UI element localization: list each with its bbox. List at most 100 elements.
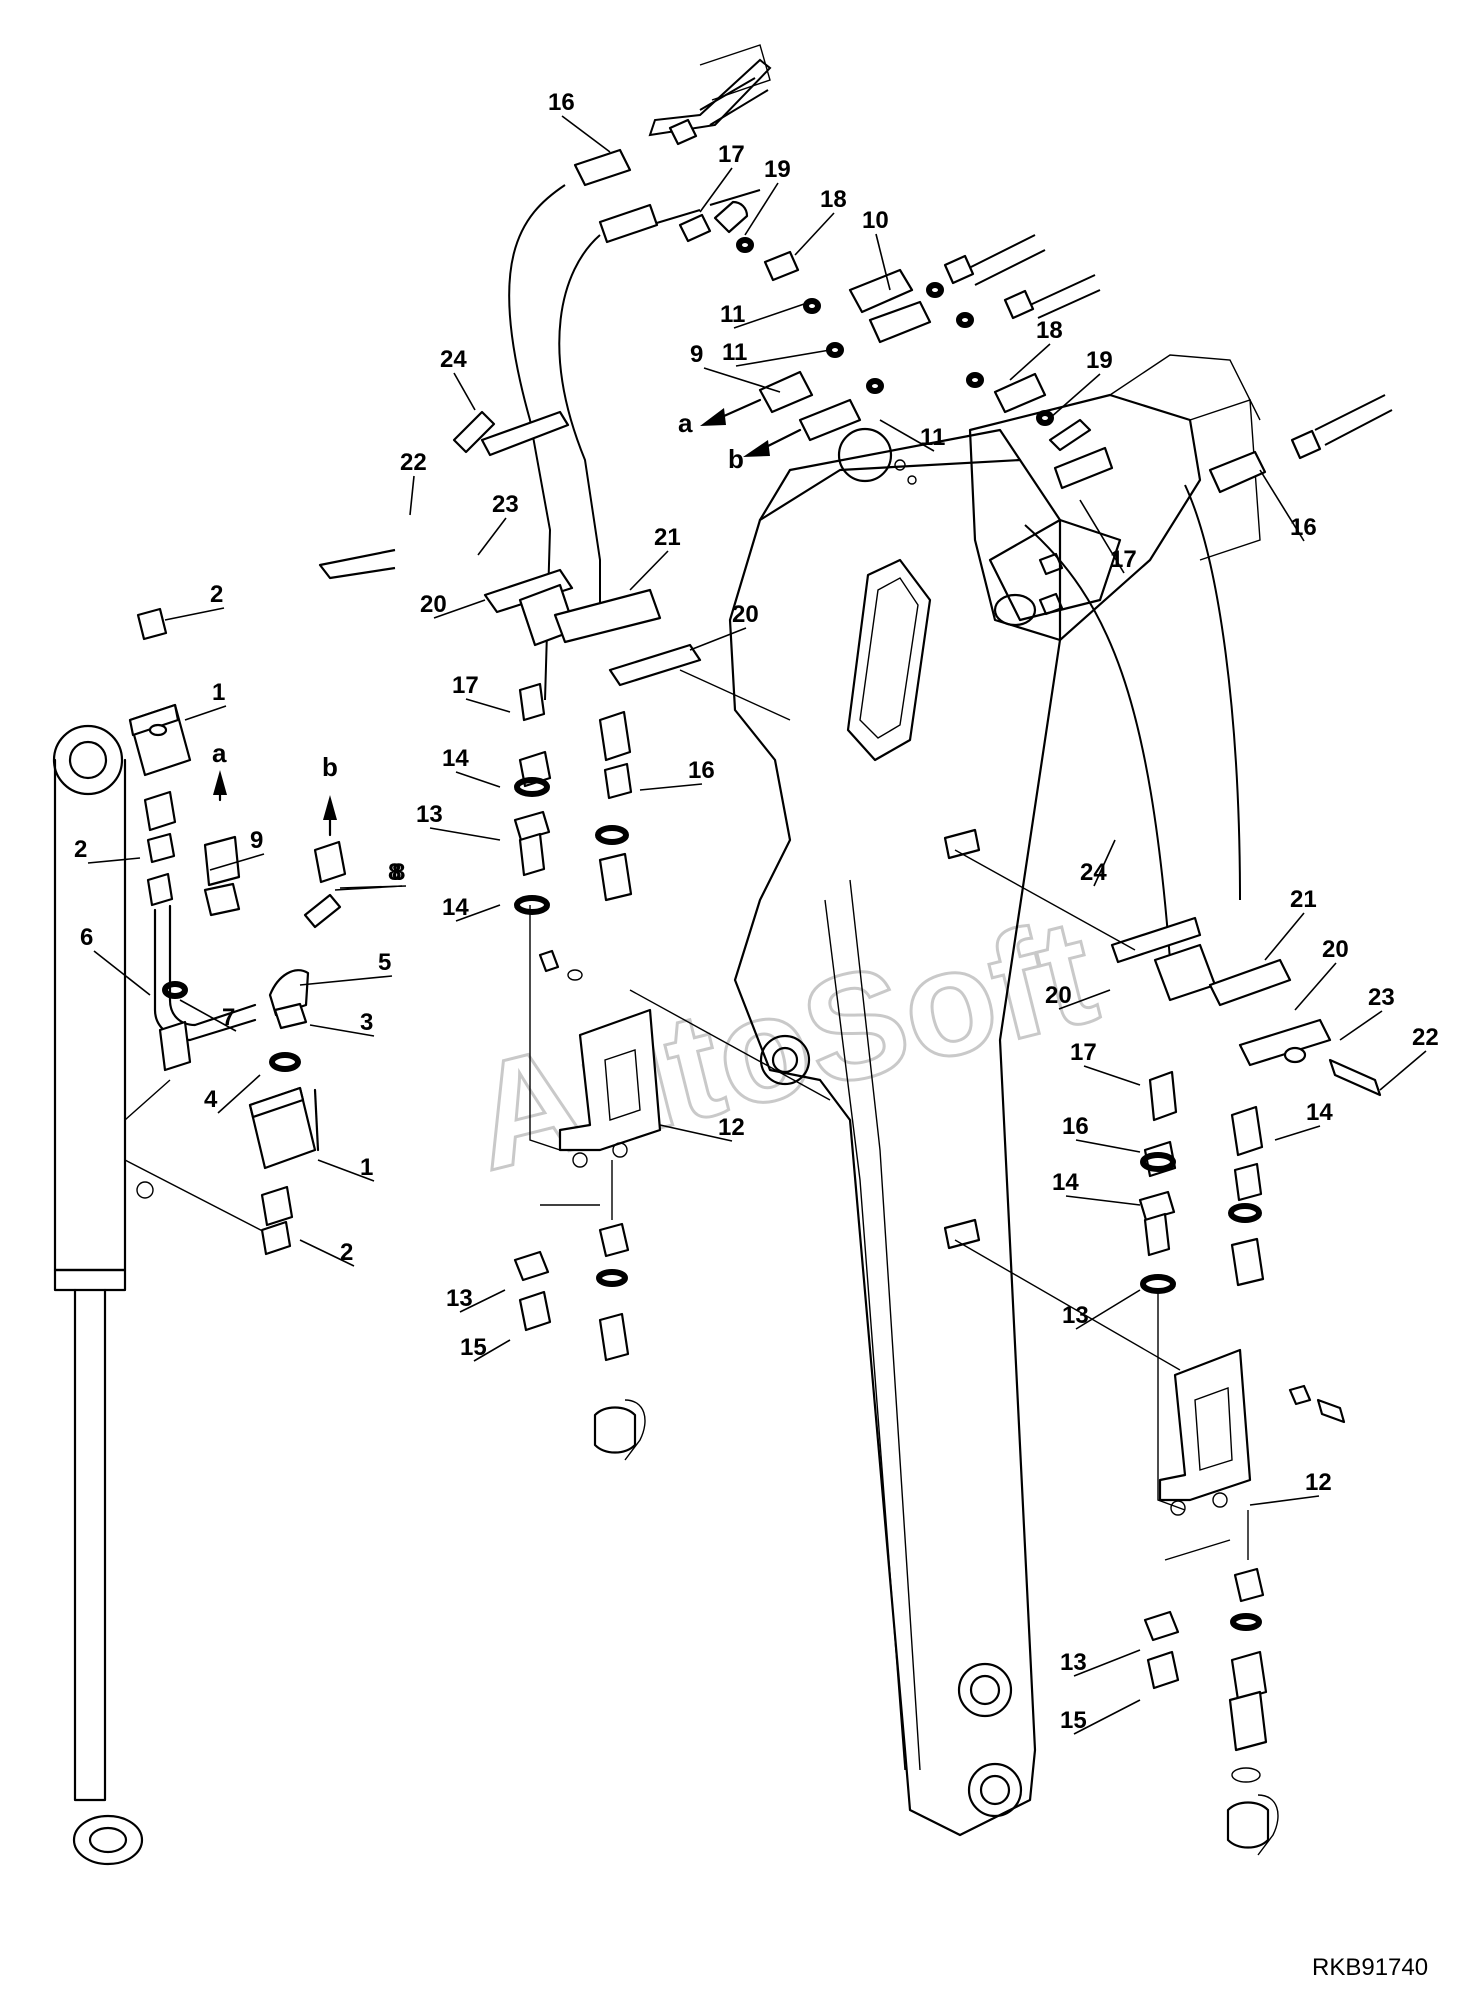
callout-label: 24 [440,346,467,373]
clamp-and-bracket-left [318,410,831,1461]
callout-label: 19 [1086,347,1113,374]
callout-label: 23 [492,491,519,518]
callout-label: 17 [1070,1039,1097,1066]
callout-leader-line [184,705,227,721]
callout-leader-line [453,372,476,411]
arrow-label-b-left: b [322,752,338,782]
callout-leader-line [1264,912,1305,961]
callout-leader-line [1083,1065,1141,1086]
callout-label: 13 [416,801,443,828]
callout-label: 9 [690,341,703,368]
valve-assembly-left [128,607,347,1256]
callout-leader-line [473,1339,511,1362]
callout-label: 18 [820,186,847,213]
callout-label: 21 [654,524,681,551]
callout-label: 8 [388,859,401,886]
callout-leader-line [1259,469,1305,542]
callout-label: 15 [1060,1707,1087,1734]
callout-label: 3 [360,1009,373,1036]
callout-label: 24 [1080,859,1107,886]
callout-label: 1 [360,1154,373,1181]
callout-leader-line [1079,499,1125,574]
callout-leader-line [477,517,507,556]
callout-label: 14 [1052,1169,1079,1196]
callout-label: 14 [442,894,469,921]
callout-label: 6 [80,924,93,951]
callout-label: 12 [718,1114,745,1141]
clamp-and-bracket-right [943,828,1382,1856]
arrow-label-b-top: b [728,444,744,474]
callout-label: 17 [718,141,745,168]
callout-leader-line [1065,1195,1141,1206]
drawing-code: RKB91740 [1312,1954,1428,1981]
callout-label: 21 [1290,886,1317,913]
callout-label: 11 [722,339,747,366]
callout-label: 12 [1305,1469,1332,1496]
callout-leader-line [164,607,225,621]
callout-leader-line [733,301,811,329]
callout-label: 22 [400,449,427,476]
callout-leader-line [1075,1289,1141,1330]
callout-label: 20 [420,591,447,618]
callout-leader-line [179,999,237,1032]
callout-leader-line [309,1024,375,1037]
callout-leader-line [879,419,935,452]
callout-label: 11 [720,301,745,328]
callout-leader-line [455,771,501,788]
callout-leader-line [744,182,779,236]
callout-leader-line [459,1289,506,1313]
callout-label: 23 [1368,984,1395,1011]
callout-label: 16 [1062,1113,1089,1140]
callout-label: 8 [392,859,405,886]
callout-leader-line [429,827,501,841]
callout-leader-line [1294,962,1337,1011]
callout-label: 16 [548,89,575,116]
callout-leader-line [209,853,265,871]
callout-leader-line [699,167,733,213]
callout-label: 20 [1322,936,1349,963]
callout-label: 2 [210,581,223,608]
callout-label: 4 [204,1086,218,1113]
watermark: AutoSoft [455,886,1110,1202]
callout-leader-line [629,550,669,591]
callout-leader-line [1073,1649,1141,1677]
callout-leader-line [703,367,781,393]
callout-leader-line [87,857,141,864]
callout-label: 1 [212,679,225,706]
callout-label: 19 [764,156,791,183]
callout-label: 14 [1306,1099,1333,1126]
callout-leaders [87,115,1427,1735]
hoses [508,44,1393,961]
callout-leader-line [433,599,486,619]
direction-arrows [213,398,802,837]
callout-leader-line [1049,373,1101,419]
callout-label: 22 [1412,1024,1439,1051]
callout-label: 10 [862,207,889,234]
callout-leader-line [639,783,703,791]
callout-leader-line [1093,839,1116,887]
callout-leader-line [1009,343,1051,381]
callout-label: 17 [1110,546,1137,573]
callout-leader-line [409,475,415,516]
callout-leader-line [659,1124,733,1142]
callout-label: 20 [732,601,759,628]
arrow-labels: a b a b [212,408,744,782]
callout-leader-line [1249,1495,1320,1506]
callout-label: 15 [460,1334,487,1361]
callout-label: 16 [1290,514,1317,541]
fittings-top [573,148,1267,494]
callout-label: 13 [1062,1302,1089,1329]
callout-leader-line [455,904,501,922]
callout-label: 9 [250,827,263,854]
callout-label: 2 [74,836,87,863]
callout-leader-line [794,212,835,256]
callout-leader-line [875,233,891,291]
callout-leader-line [1075,1139,1141,1153]
boom-arm [728,354,1261,1837]
callout-label: 2 [340,1239,353,1266]
callout-label: 11 [920,424,945,451]
hose-ends [668,118,1322,460]
